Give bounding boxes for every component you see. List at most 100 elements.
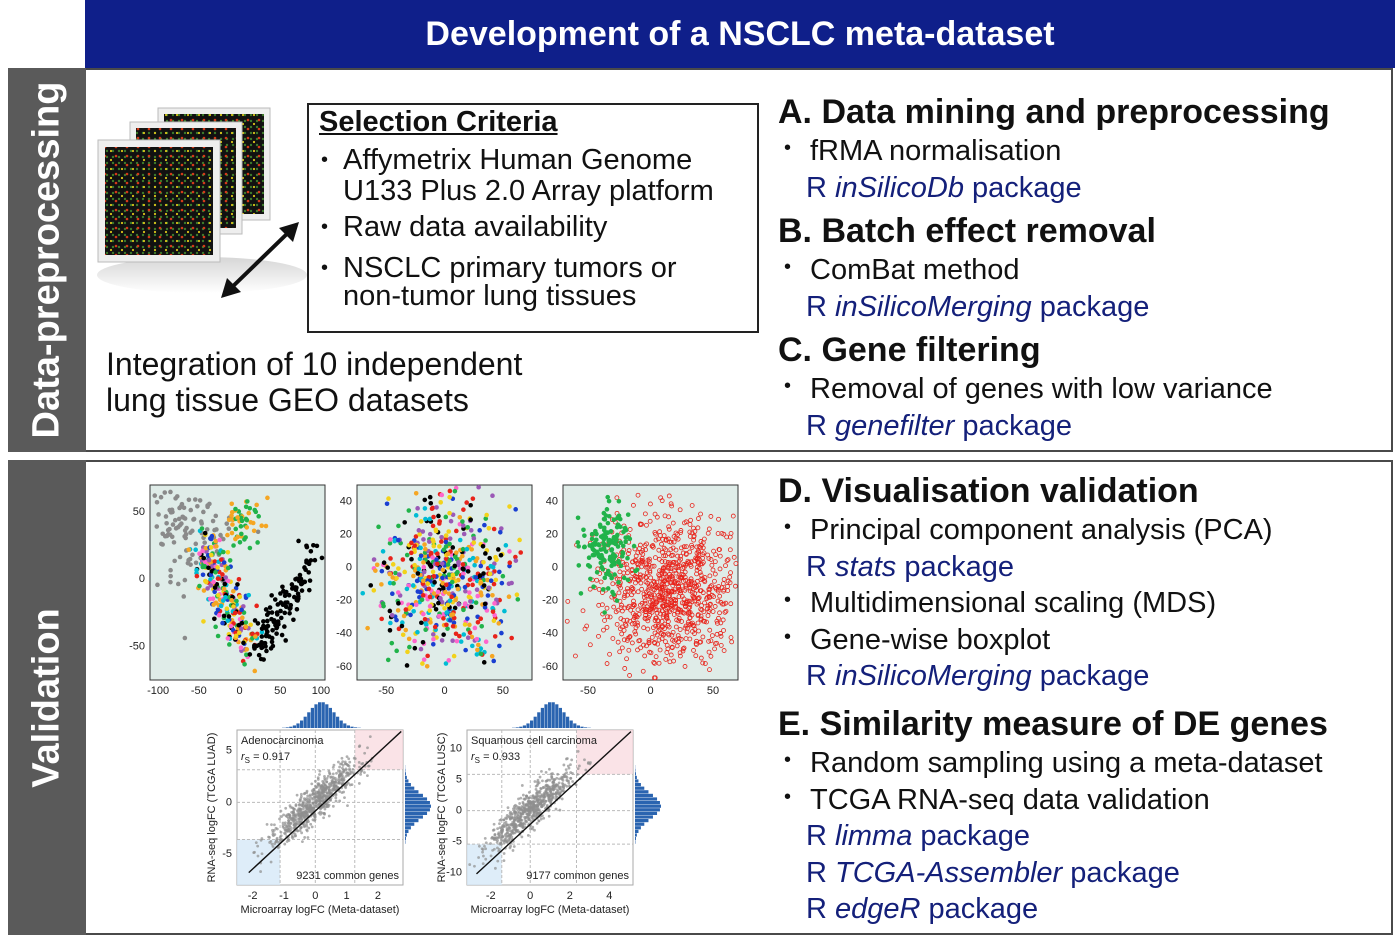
data-point [631,543,637,549]
gene-point [560,777,564,781]
step-e-package-tcga-assembler: R TCGA-Assembler package [806,857,1180,889]
data-point [486,525,492,531]
gene-point [561,789,565,792]
data-point [662,578,668,584]
data-point [413,513,419,518]
gene-point [342,770,346,774]
data-point [675,609,681,615]
data-point [447,488,453,494]
data-point [170,522,176,527]
gene-point [305,820,309,824]
gene-point [508,846,512,850]
y-tick-label: -60 [542,661,558,673]
data-point [450,623,456,629]
data-point [625,605,631,611]
histogram-bar-x [562,712,566,728]
data-point [408,604,413,610]
data-point [180,514,185,520]
data-point [696,628,702,634]
gene-point [302,811,306,814]
gene-point [512,845,516,848]
data-point [476,484,481,490]
gene-point [540,805,543,809]
data-point [259,523,265,529]
data-point [727,574,733,580]
gene-point [492,822,496,826]
data-point [594,549,600,555]
data-point [188,507,194,513]
gene-point [542,796,546,800]
data-point [715,598,721,604]
gene-point [279,830,283,834]
gene-point [541,814,544,818]
histogram-bar-x [289,726,293,728]
data-point [490,493,495,499]
down-regulated-region [467,844,502,885]
gene-point [516,828,520,832]
gene-point [331,804,335,808]
data-point [413,534,419,539]
data-point [304,560,309,565]
data-point [245,499,250,504]
gene-point [508,816,512,819]
page-title: Development of a NSCLC meta-dataset [85,0,1395,68]
histogram-bar-y [635,819,649,823]
data-point [415,629,420,635]
data-point [403,627,409,633]
data-point [387,571,393,577]
data-point [225,636,231,641]
gene-point [305,797,309,800]
data-point [635,492,641,498]
data-point [155,582,160,588]
gene-point [507,826,511,830]
data-point [695,613,701,619]
data-point [440,580,446,586]
data-point [439,599,445,605]
gene-point [342,790,346,794]
data-point [225,532,230,538]
histogram-bar-x [339,720,343,728]
gene-point [348,768,352,772]
data-point [653,531,658,537]
gene-point [339,762,342,766]
data-point [502,608,507,614]
data-point [220,536,226,542]
data-point [706,649,712,655]
gene-point [533,828,536,832]
gene-point [555,795,559,799]
data-point [717,593,723,599]
data-point [644,522,649,528]
data-point [610,636,616,641]
y-tick-label: 20 [340,529,352,541]
data-point [167,526,172,532]
gene-point [561,782,564,785]
data-point [446,572,452,577]
data-point [269,635,275,641]
gene-point [270,842,274,846]
data-point [419,597,425,603]
data-point [439,539,444,544]
gene-point [533,780,537,783]
data-point [711,594,717,599]
gene-point [351,767,355,771]
gene-point [292,820,296,824]
gene-point [484,847,488,851]
data-point [467,622,472,628]
gene-point [494,866,497,870]
data-point [684,561,690,566]
histogram-bar-x [555,704,559,728]
data-point [698,539,704,544]
data-point [460,553,465,559]
data-point [446,529,452,534]
data-point [156,512,161,517]
data-point [282,610,288,616]
gene-point [325,780,329,784]
step-a-heading: A. Data mining and preprocessing [778,93,1330,131]
data-point [718,633,724,639]
data-point [716,584,722,589]
gene-point [531,825,535,829]
step-e-heading: E. Similarity measure of DE genes [778,705,1328,743]
data-point [629,592,635,598]
data-point [705,613,711,619]
